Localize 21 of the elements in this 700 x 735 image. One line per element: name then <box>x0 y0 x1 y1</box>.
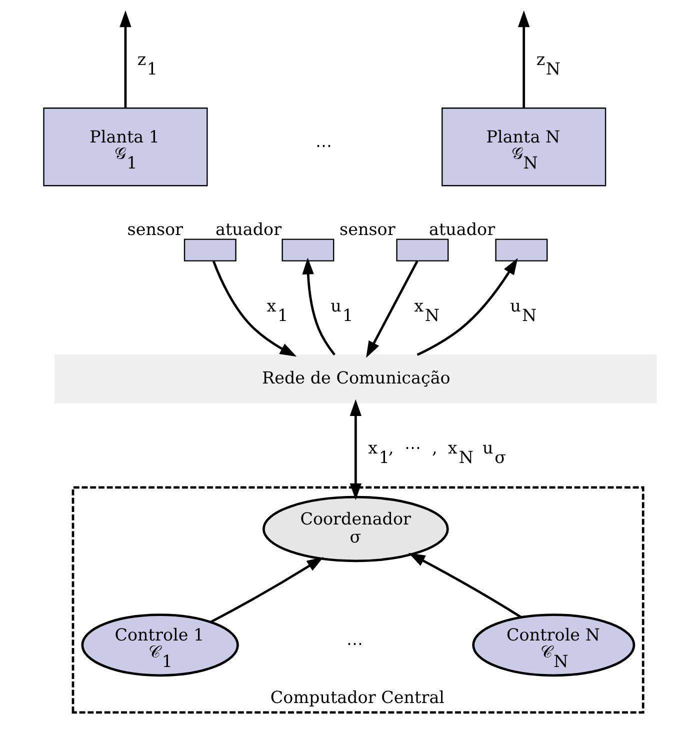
arrow <box>120 10 132 108</box>
arrow <box>416 258 518 356</box>
arrow <box>302 258 336 356</box>
arrow <box>350 399 362 500</box>
node-box <box>495 238 548 262</box>
node-box <box>282 238 334 262</box>
node-box: Rede de Comunicação <box>54 354 657 404</box>
node-box <box>184 238 236 262</box>
arrow <box>366 260 418 358</box>
node-label: atuador <box>429 220 496 239</box>
label: ⋯ <box>316 136 333 156</box>
label: ⋯ <box>346 634 364 654</box>
node-ellipse: Coordenador σ <box>262 496 449 562</box>
node-label: sensor <box>340 220 396 239</box>
arrow <box>518 10 530 108</box>
arrow <box>212 260 297 357</box>
arrow <box>210 556 324 624</box>
arrow <box>408 552 522 618</box>
node-label: sensor <box>127 220 184 239</box>
node-box <box>396 238 449 262</box>
node-label: atuador <box>216 220 282 239</box>
